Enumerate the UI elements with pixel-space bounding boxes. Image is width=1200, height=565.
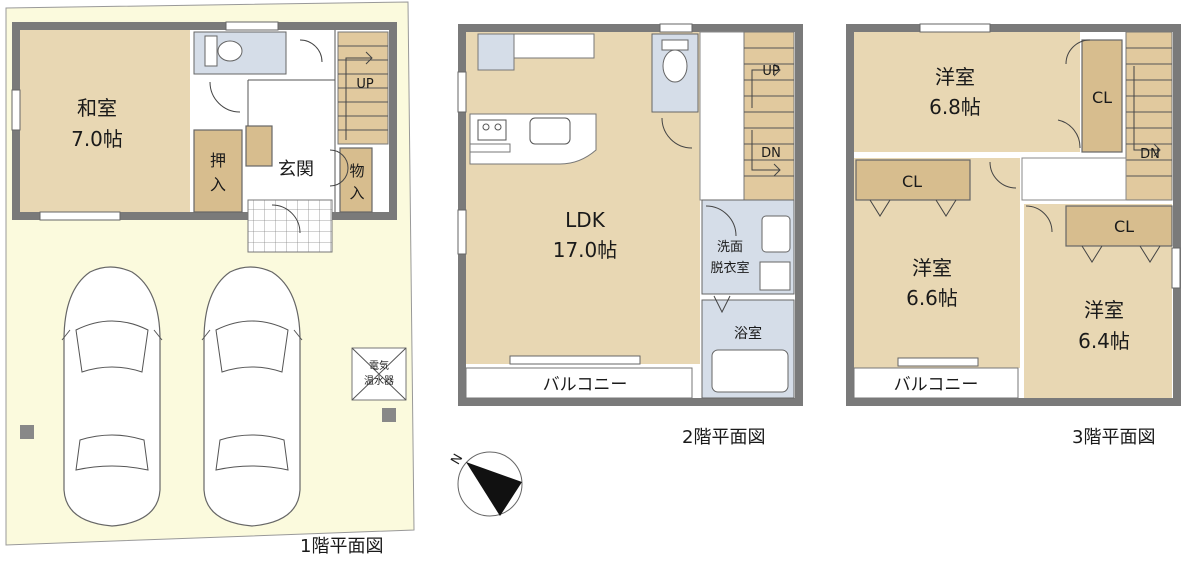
floor3-stair-down: DN: [1140, 147, 1160, 162]
compass: N: [448, 451, 523, 517]
floor2-stairs: [743, 31, 795, 201]
floor3-room-a: [854, 32, 1080, 152]
floor3-caption: 3階平面図: [1072, 427, 1155, 448]
floor1-post-right: [382, 408, 396, 422]
floor1-entry-tiles: [247, 199, 333, 253]
floor1-caption: 1階平面図: [300, 536, 383, 557]
floor2-bath-name: 浴室: [734, 325, 762, 342]
floor3-plan: 洋室 6.8帖 洋室 6.6帖 洋室 6.4帖 CL CL CL DN バルコニ…: [846, 23, 1181, 448]
floor1-car-right: [201, 266, 303, 527]
floor1-monoire-char2: 入: [349, 184, 364, 202]
floor2-toilet: [651, 33, 699, 113]
floor3-room-b-name: 洋室: [912, 256, 952, 280]
floor3-stairs: [1125, 31, 1173, 201]
floor3-closet-top: [1081, 39, 1123, 153]
floor2-ldk-size: 17.0帖: [553, 238, 618, 262]
floor3-balcony-name: バルコニー: [894, 375, 979, 395]
floor1-water-heater: 電気 温水器: [351, 347, 407, 401]
floor3-room-c-name: 洋室: [1084, 298, 1124, 322]
floor1-stair-up: UP: [356, 77, 374, 92]
floor2-balcony-name: バルコニー: [543, 375, 628, 395]
floor1-genkan-name: 玄関: [278, 159, 314, 180]
svg-text:電気: 電気: [369, 359, 389, 372]
floor3-room-a-size: 6.8帖: [929, 95, 981, 119]
svg-text:温水器: 温水器: [364, 375, 394, 387]
floor3-closet-b: [855, 159, 971, 201]
floor2-stair-down: DN: [761, 146, 781, 161]
floor2-caption: 2階平面図: [682, 427, 765, 448]
floor1-car-left: [61, 266, 163, 527]
floor2-stair-up: UP: [762, 64, 780, 79]
floor1-plan: 和室 7.0帖 押 入 玄関 物 入 UP 電気 温水器 1階平面図: [5, 1, 415, 557]
floor3-room-c-size: 6.4帖: [1078, 329, 1130, 353]
floor3-closet-c: [1065, 205, 1173, 247]
svg-text:洗面: 洗面: [717, 240, 743, 255]
floor2-ldk-name: LDK: [565, 208, 606, 232]
floor2-plan: LDK 17.0帖 洗面 脱衣室 浴室 バルコニー UP DN 2階平面図: [457, 23, 803, 448]
floor1-stairs: [337, 31, 389, 145]
floor3-cl-c: CL: [1114, 217, 1134, 236]
floor1-oshiire-char2: 入: [210, 175, 226, 194]
floor1-room-oshiire: [193, 129, 243, 213]
svg-text:脱衣室: 脱衣室: [710, 260, 749, 276]
floor1-room-washitsu: [20, 30, 190, 212]
floor2-room-balcony: [465, 367, 693, 399]
floor3-room-balcony: [853, 367, 1019, 399]
floor1-oshiire-char1: 押: [210, 151, 226, 170]
floor1-monoire-char1: 物: [349, 162, 364, 180]
floor3-cl-top: CL: [1092, 88, 1112, 107]
floor2-kitchen: [469, 33, 597, 165]
floor3-cl-b: CL: [902, 172, 922, 191]
floor1-post-left: [20, 425, 34, 439]
floor1-washitsu-size: 7.0帖: [71, 127, 123, 151]
floor3-room-a-name: 洋室: [935, 65, 975, 89]
floor1-washitsu-name: 和室: [77, 96, 117, 120]
floor3-room-b-size: 6.6帖: [906, 286, 958, 310]
